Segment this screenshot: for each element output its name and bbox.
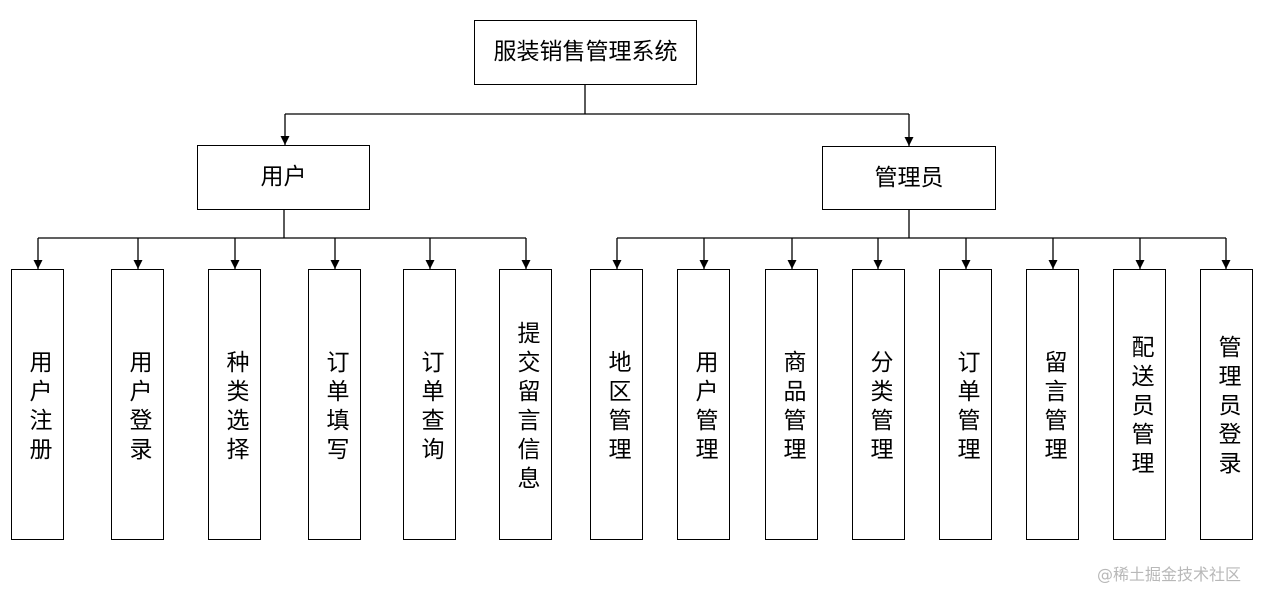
branch-label: 用户	[260, 164, 307, 190]
module-label: 订单管理	[953, 349, 979, 466]
module-user-login: 用户登录	[111, 269, 164, 540]
module-category-selection: 种类选择	[208, 269, 261, 540]
module-category-management: 分类管理	[852, 269, 905, 540]
connector-user-to-modules	[33, 210, 531, 269]
connector-root-to-branches	[280, 85, 914, 146]
module-submit-message: 提交留言信息	[499, 269, 552, 540]
module-label: 用户注册	[25, 349, 51, 466]
module-label: 种类选择	[222, 349, 248, 466]
branch-label: 管理员	[874, 164, 944, 191]
root-node: 服装销售管理系统	[474, 20, 697, 85]
branch-node-user: 用户	[197, 145, 370, 210]
module-label: 管理员登录	[1214, 335, 1240, 480]
module-order-management: 订单管理	[939, 269, 992, 540]
module-label: 提交留言信息	[513, 320, 539, 495]
module-message-management: 留言管理	[1026, 269, 1079, 540]
module-label: 订单填写	[322, 349, 348, 466]
module-user-management: 用户管理	[677, 269, 730, 540]
module-order-filling: 订单填写	[308, 269, 361, 540]
watermark: @稀土掘金技术社区	[1097, 565, 1242, 584]
module-label: 用户登录	[125, 349, 151, 466]
root-label: 服装销售管理系统	[493, 39, 678, 65]
module-order-query: 订单查询	[403, 269, 456, 540]
module-label: 配送员管理	[1127, 335, 1153, 480]
module-label: 留言管理	[1040, 349, 1066, 466]
module-label: 分类管理	[866, 349, 892, 466]
module-region-management: 地区管理	[590, 269, 643, 540]
module-label: 用户管理	[691, 349, 717, 466]
module-label: 地区管理	[604, 349, 630, 466]
module-label: 订单查询	[417, 349, 443, 466]
branch-node-admin: 管理员	[822, 146, 996, 210]
module-user-registration: 用户注册	[11, 269, 64, 540]
connector-admin-to-modules	[612, 210, 1231, 269]
module-admin-login: 管理员登录	[1200, 269, 1253, 540]
module-product-management: 商品管理	[765, 269, 818, 540]
module-courier-management: 配送员管理	[1113, 269, 1166, 540]
module-label: 商品管理	[779, 349, 805, 466]
